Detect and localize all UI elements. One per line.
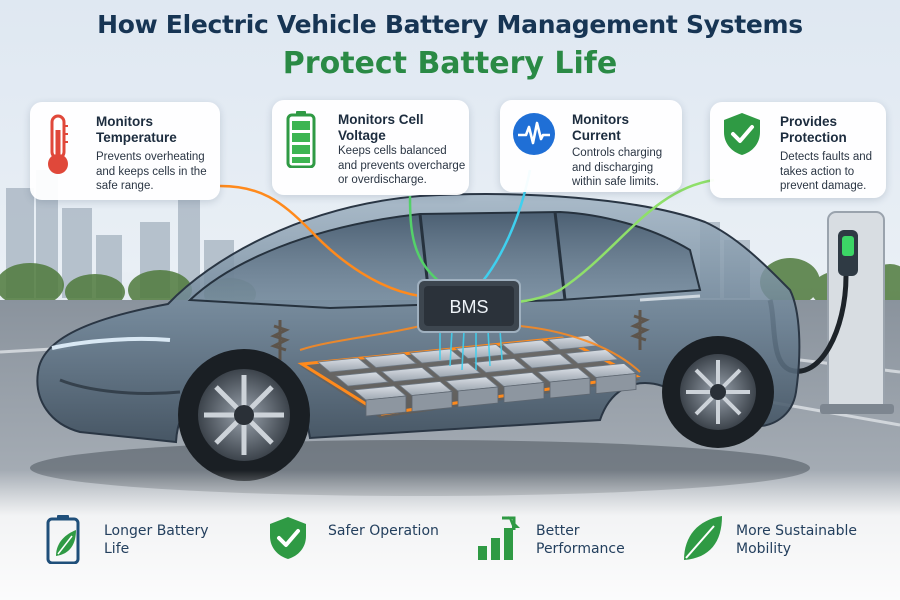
battery-cell-side bbox=[411, 391, 453, 412]
benefit-better-performance: Better Performance bbox=[476, 510, 676, 570]
battery-cell bbox=[335, 371, 389, 387]
bms-module: BMS bbox=[417, 279, 521, 333]
battery-cell bbox=[473, 358, 527, 373]
front-wheel bbox=[178, 349, 310, 481]
battery-leaf-icon bbox=[46, 515, 80, 564]
battery-cell bbox=[565, 349, 619, 364]
battery-cell-side bbox=[595, 373, 637, 394]
card-description: Prevents overheating and keeps cells in … bbox=[96, 151, 207, 192]
battery-pack bbox=[297, 335, 641, 418]
card-description: Controls charging and discharging within… bbox=[572, 147, 663, 188]
rear-wheel bbox=[662, 336, 774, 448]
shield-check-icon bbox=[724, 113, 760, 155]
bms-label: BMS bbox=[449, 297, 488, 317]
card-temperature: Monitors Temperature Prevents overheatin… bbox=[30, 102, 220, 200]
card-current: Monitors Current Controls charging and d… bbox=[500, 100, 682, 192]
thermometer-icon bbox=[48, 114, 68, 174]
battery-cell-side bbox=[457, 386, 499, 408]
benefit-label: More Sustainable Mobility bbox=[736, 523, 858, 557]
benefit-label: Safer Operation bbox=[328, 523, 439, 539]
benefit-label: Better Performance bbox=[536, 523, 625, 557]
card-title: Provides Protection bbox=[780, 114, 847, 145]
battery-cell bbox=[427, 362, 481, 378]
card-title: Monitors Cell Voltage bbox=[338, 112, 424, 143]
benefit-sustainable-mobility: More Sustainable Mobility bbox=[680, 510, 890, 570]
card-description: Keeps cells balanced and prevents overch… bbox=[338, 145, 466, 186]
battery-cell bbox=[455, 344, 509, 359]
bottom-panel bbox=[0, 470, 900, 600]
benefit-battery-life: Longer Battery Life bbox=[46, 510, 246, 570]
battery-cell-side bbox=[365, 395, 407, 417]
bar-chart-arrow-icon bbox=[478, 516, 520, 560]
card-description: Detects faults and takes action to preve… bbox=[780, 151, 873, 192]
battery-cell-side bbox=[549, 377, 591, 399]
battery-cell bbox=[381, 367, 435, 382]
battery-cell bbox=[519, 353, 573, 369]
waveform-icon bbox=[513, 113, 555, 155]
card-voltage: Monitors Cell Voltage Keeps cells balanc… bbox=[272, 100, 469, 195]
battery-icon bbox=[286, 111, 316, 168]
benefit-safer-operation: Safer Operation bbox=[268, 510, 468, 570]
battery-cell-side bbox=[503, 382, 545, 403]
card-title: Monitors Current bbox=[572, 112, 629, 143]
card-title: Monitors Temperature bbox=[96, 114, 177, 145]
benefit-label: Longer Battery Life bbox=[104, 523, 209, 557]
title-line-1: How Electric Vehicle Battery Management … bbox=[97, 10, 803, 39]
battery-cell bbox=[501, 339, 555, 355]
connection-lines bbox=[219, 169, 715, 373]
title-line-2: Protect Battery Life bbox=[282, 46, 618, 81]
card-protection: Provides Protection Detects faults and t… bbox=[710, 102, 886, 198]
battery-cell bbox=[317, 357, 371, 373]
shield-check-icon bbox=[270, 517, 306, 559]
battery-cell bbox=[363, 353, 417, 368]
leaf-icon bbox=[684, 516, 722, 560]
